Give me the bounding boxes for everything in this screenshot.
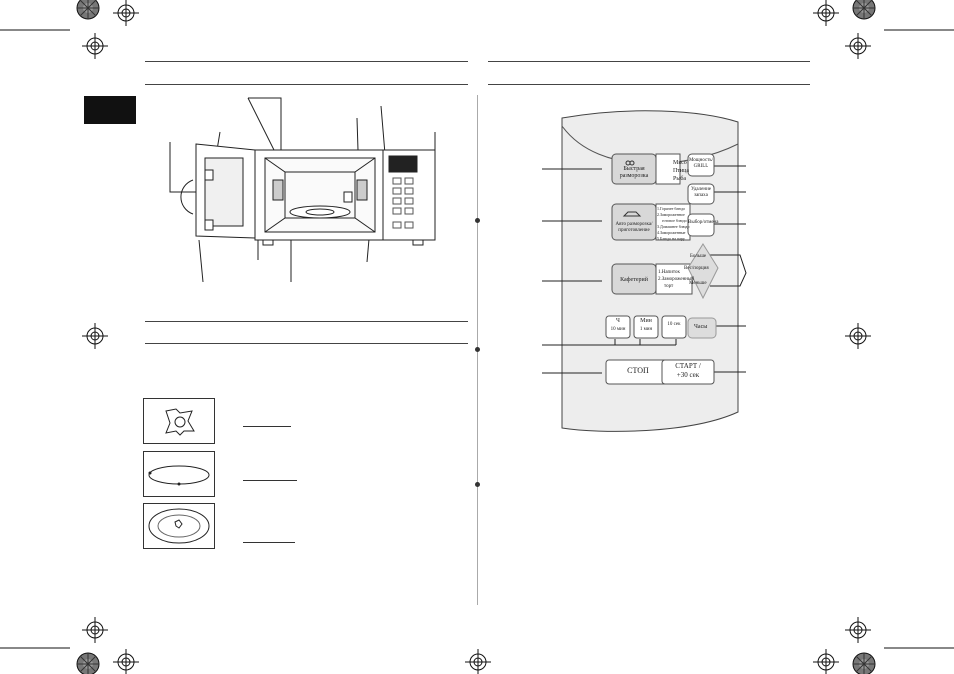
- weight-portion-label: Вес/порция: [684, 266, 709, 271]
- ten-sec-button[interactable]: 10 сек: [667, 322, 681, 327]
- quick-defrost-button[interactable]: Быстрая разморозка: [619, 166, 649, 179]
- auto-item: готовое блюдо: [662, 218, 687, 223]
- header-rule-right-top: [488, 61, 810, 62]
- auto-item: 2.Замороженное: [657, 212, 685, 217]
- power-button[interactable]: Мощность/ GRILL: [688, 158, 714, 169]
- header-rule-right-bottom: [488, 84, 810, 85]
- quick-defrost-item: Рыба: [673, 176, 687, 182]
- control-panel: [542, 110, 747, 432]
- coffee-item: 2.Замороженный: [658, 277, 695, 282]
- header-rule-left-top: [145, 61, 468, 62]
- auto-item: 3.Домашнее блюдо: [657, 224, 690, 229]
- minute-button[interactable]: Мин: [640, 318, 652, 324]
- child-lock-button[interactable]: Выбор/отмена: [688, 220, 719, 225]
- language-tab: [84, 96, 136, 124]
- divider-dot: [475, 482, 480, 487]
- auto-item: 4.Замороженные: [657, 230, 686, 235]
- auto-defrost-button[interactable]: Авто разморозка/ приготовление: [615, 222, 653, 233]
- coupler-box: [143, 398, 215, 444]
- roller-ring-underline: [243, 480, 297, 481]
- stop-button[interactable]: СТОП: [627, 366, 649, 375]
- hour-sub-label: 10 мин: [610, 327, 626, 332]
- turntable-underline: [243, 542, 295, 543]
- quick-defrost-item: Птица: [673, 168, 690, 174]
- coffee-shop-button[interactable]: Кафетерий: [620, 277, 648, 283]
- turntable-icon: [148, 508, 210, 544]
- coffee-item: торт: [664, 284, 674, 289]
- divider-dot: [475, 347, 480, 352]
- auto-item: 5.Блюдо на пару: [657, 236, 685, 241]
- auto-item: 1.Горячее блюдо: [657, 206, 686, 211]
- turntable-box: [143, 503, 215, 549]
- start-sub-label: +30 сек: [676, 371, 700, 379]
- start-button[interactable]: СТАРТ /: [675, 362, 701, 370]
- less-button[interactable]: Меньше: [689, 281, 707, 286]
- section-rule-top: [145, 321, 468, 322]
- roller-ring-box: [143, 451, 215, 497]
- coffee-item: 1.Напиток: [658, 270, 680, 275]
- hour-button[interactable]: Ч: [616, 318, 620, 324]
- section-rule-bottom: [145, 343, 468, 344]
- oven-illustration: [169, 97, 436, 283]
- minute-sub-label: 1 мин: [639, 327, 653, 332]
- clock-button[interactable]: Часы: [694, 324, 708, 330]
- header-rule-left-bottom: [145, 84, 468, 85]
- roller-ring-icon: [148, 465, 210, 486]
- remove-smell-button[interactable]: Удаление запаха: [691, 187, 711, 198]
- quick-defrost-item: Мясо: [673, 160, 687, 166]
- more-button[interactable]: Больше: [690, 254, 707, 259]
- divider-dot: [475, 218, 480, 223]
- coupler-icon: [165, 408, 195, 436]
- coupler-underline: [243, 426, 291, 427]
